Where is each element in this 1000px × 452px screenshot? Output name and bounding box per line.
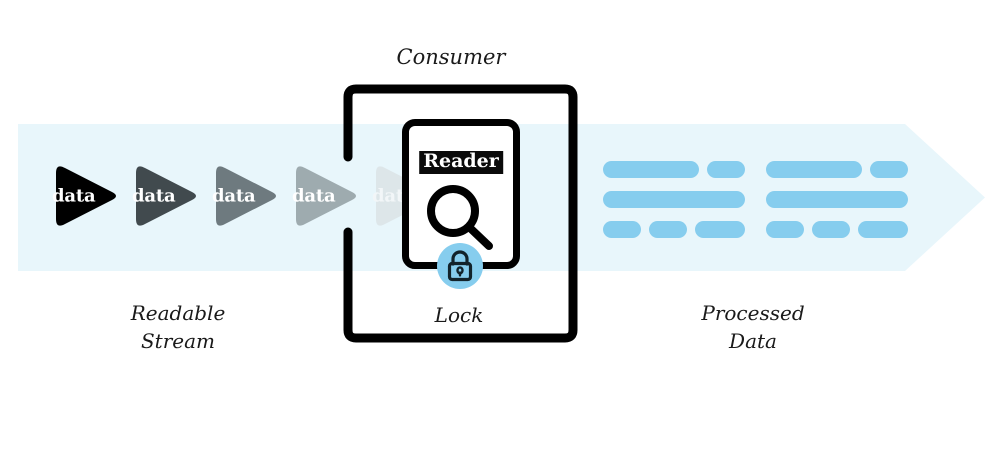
magnifier-icon (427, 185, 493, 250)
data-arrow-2: data (126, 159, 200, 233)
processed-bar (858, 221, 908, 238)
data-arrow-1: data (46, 159, 120, 233)
lock-icon (437, 243, 483, 289)
processed-bar (603, 221, 641, 238)
processed-bar (766, 221, 804, 238)
processed-bar (870, 161, 908, 178)
consumer-title: Consumer (396, 45, 506, 69)
processed-bar (603, 161, 699, 178)
processed-bar (707, 161, 745, 178)
processed-bar (766, 161, 862, 178)
arrow-shape (56, 166, 116, 226)
data-arrow-3: data (206, 159, 280, 233)
data-arrow-label: data (212, 185, 256, 207)
processed-bar (812, 221, 850, 238)
data-arrow-4: data (286, 159, 360, 233)
processed-bar (695, 221, 745, 238)
lock-caption: Lock (434, 303, 484, 327)
arrow-shape (136, 166, 196, 226)
data-arrow-label: data (52, 185, 96, 207)
arrow-shape (296, 166, 356, 226)
processed-bar (603, 191, 745, 208)
arrow-shape (216, 166, 276, 226)
data-arrow-label: data (292, 185, 336, 207)
processed-bar (766, 191, 908, 208)
processed-data-caption: Processed Data (701, 301, 805, 353)
reader-badge-label: Reader (419, 151, 503, 174)
processed-bar (649, 221, 687, 238)
data-arrow-label: data (132, 185, 176, 207)
readable-stream-caption: Readable Stream (130, 301, 226, 353)
